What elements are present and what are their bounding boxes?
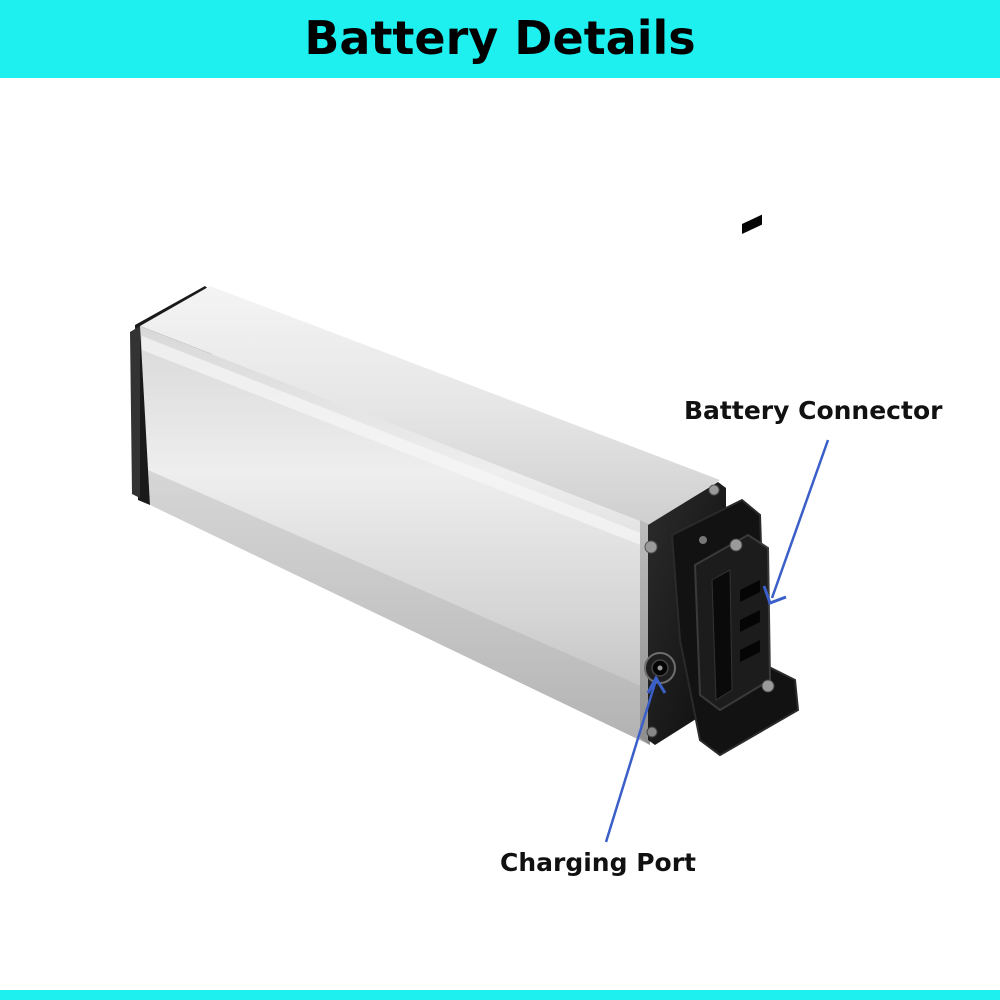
charging-port-socket: [644, 652, 676, 684]
header-banner: Battery Details: [0, 0, 1000, 78]
charging-port-arrow: [604, 674, 667, 843]
battery-connector-arrow: [762, 439, 830, 605]
battery-connector-label: Battery Connector: [684, 396, 943, 425]
battery-housing: [140, 286, 720, 745]
footer-banner: [0, 990, 1000, 1000]
battery-connector-block: [670, 214, 800, 757]
page-title: Battery Details: [304, 11, 696, 65]
charging-port-label: Charging Port: [500, 848, 696, 877]
